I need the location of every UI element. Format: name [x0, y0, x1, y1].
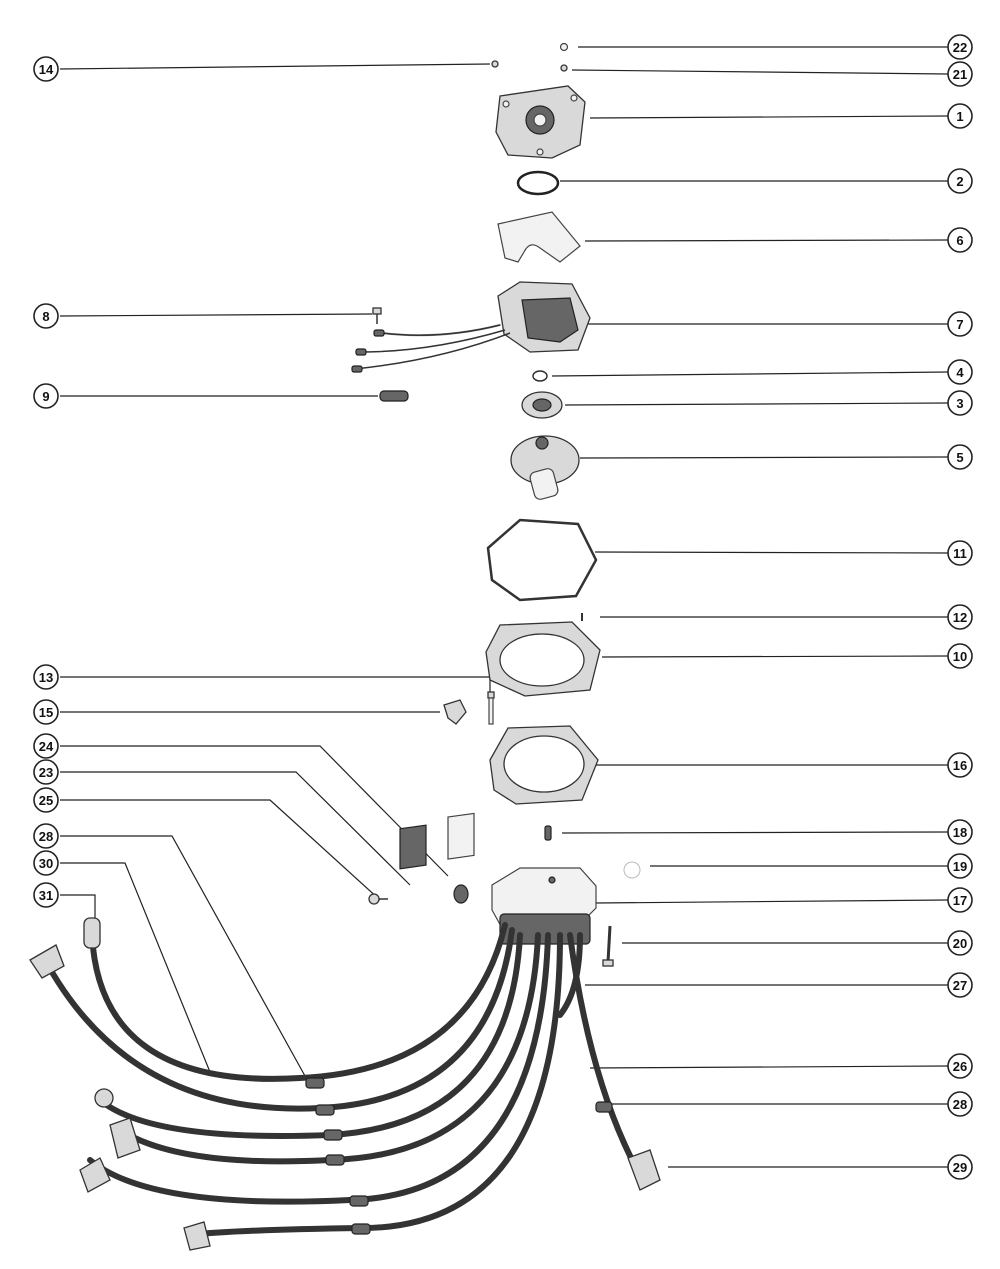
callout-29: 29 [947, 1154, 973, 1180]
svg-text:13: 13 [39, 670, 53, 685]
clip-15 [443, 699, 467, 725]
svg-text:15: 15 [39, 705, 53, 720]
screw-13 [487, 691, 495, 725]
nut-14 [491, 60, 499, 68]
callouts-left: 14 8 9 13 15 24 23 25 28 30 31 [33, 56, 59, 908]
callout-21: 21 [947, 61, 973, 87]
ignition-wires [29, 917, 661, 1251]
stator-assembly-7 [351, 281, 591, 373]
callout-25: 25 [33, 787, 59, 813]
svg-text:29: 29 [953, 1160, 967, 1175]
insulator-23 [399, 824, 427, 870]
washer-22 [559, 42, 569, 52]
gasket-24 [447, 812, 475, 904]
svg-text:18: 18 [953, 825, 967, 840]
callout-15: 15 [33, 699, 59, 725]
callout-13: 13 [33, 664, 59, 690]
svg-text:31: 31 [39, 888, 53, 903]
svg-text:22: 22 [953, 40, 967, 55]
callout-14: 14 [33, 56, 59, 82]
svg-text:12: 12 [953, 610, 967, 625]
svg-text:10: 10 [953, 649, 967, 664]
gasket-11 [486, 518, 598, 602]
svg-text:28: 28 [953, 1097, 967, 1112]
callout-1: 1 [947, 103, 973, 129]
callout-16: 16 [947, 752, 973, 778]
callout-28-right: 28 [947, 1091, 973, 1117]
callouts-right: 22 21 1 2 6 7 4 3 5 11 12 10 16 18 19 17… [947, 34, 973, 1180]
svg-text:4: 4 [956, 365, 964, 380]
callout-5: 5 [947, 444, 973, 470]
callout-18: 18 [947, 819, 973, 845]
svg-text:27: 27 [953, 978, 967, 993]
svg-text:28: 28 [39, 829, 53, 844]
callout-22: 22 [947, 34, 973, 60]
callout-24: 24 [33, 733, 59, 759]
boot-29 [627, 1149, 661, 1191]
callout-28-left: 28 [33, 823, 59, 849]
housing-10 [485, 621, 601, 697]
svg-text:14: 14 [39, 62, 54, 77]
screw-25 [368, 893, 388, 905]
svg-text:23: 23 [39, 765, 53, 780]
callout-10: 10 [947, 643, 973, 669]
callout-2: 2 [947, 168, 973, 194]
boot-31 [83, 917, 101, 949]
callout-20: 20 [947, 930, 973, 956]
svg-text:20: 20 [953, 936, 967, 951]
parts [29, 42, 661, 1251]
callout-27: 27 [947, 972, 973, 998]
plate-6 [497, 211, 581, 263]
callout-17: 17 [947, 887, 973, 913]
sleeve-9 [379, 390, 409, 402]
leader-lines [59, 46, 949, 1168]
callout-9: 9 [33, 383, 59, 409]
svg-text:8: 8 [42, 309, 49, 324]
washer-19 [623, 861, 641, 879]
svg-text:24: 24 [39, 739, 54, 754]
callout-26: 26 [947, 1053, 973, 1079]
svg-text:5: 5 [956, 450, 963, 465]
screw-8 [372, 307, 382, 324]
svg-text:6: 6 [956, 233, 963, 248]
callout-11: 11 [947, 540, 973, 566]
callout-3: 3 [947, 390, 973, 416]
svg-text:26: 26 [953, 1059, 967, 1074]
cover-plate-1 [495, 85, 586, 159]
bolt-20 [602, 925, 614, 967]
bearing-3 [521, 391, 563, 419]
retaining-ring-4 [532, 370, 548, 382]
boot-left-1 [29, 944, 65, 979]
rotor-5 [510, 435, 580, 500]
svg-text:3: 3 [956, 396, 963, 411]
callout-6: 6 [947, 227, 973, 253]
washer-21 [560, 64, 568, 72]
o-ring-2 [516, 170, 560, 196]
svg-text:19: 19 [953, 859, 967, 874]
svg-text:11: 11 [953, 546, 967, 561]
svg-text:7: 7 [956, 317, 963, 332]
svg-text:16: 16 [953, 758, 967, 773]
callout-8: 8 [33, 303, 59, 329]
svg-text:2: 2 [956, 174, 963, 189]
callout-12: 12 [947, 604, 973, 630]
spring-18 [544, 825, 552, 841]
svg-text:21: 21 [953, 67, 967, 82]
svg-text:1: 1 [956, 109, 963, 124]
callout-31: 31 [33, 882, 59, 908]
callout-30: 30 [33, 850, 59, 876]
svg-text:9: 9 [42, 389, 49, 404]
callout-4: 4 [947, 359, 973, 385]
callout-23: 23 [33, 759, 59, 785]
callout-7: 7 [947, 311, 973, 337]
svg-text:25: 25 [39, 793, 53, 808]
svg-text:17: 17 [953, 893, 967, 908]
svg-text:30: 30 [39, 856, 53, 871]
ring-16 [489, 725, 599, 805]
callout-19: 19 [947, 853, 973, 879]
